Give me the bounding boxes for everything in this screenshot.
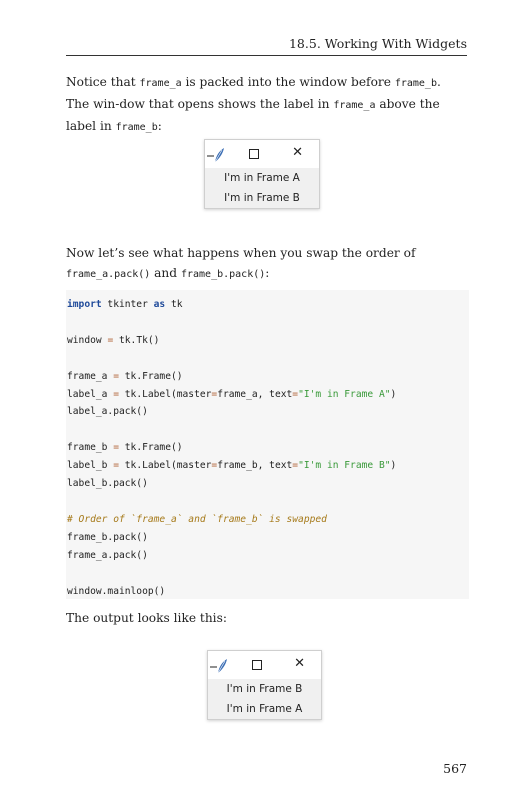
text-run: is packed into the window before bbox=[181, 75, 395, 89]
operator: = bbox=[292, 460, 299, 472]
close-icon[interactable]: ✕ bbox=[292, 145, 303, 160]
frame-label: I'm in Frame B bbox=[226, 683, 303, 695]
code-token: tk.Label(master bbox=[119, 460, 212, 472]
code-token: tk.Frame() bbox=[119, 442, 183, 454]
header-rule bbox=[66, 55, 467, 56]
text-run: and bbox=[150, 266, 181, 280]
operator: = bbox=[211, 460, 218, 472]
code-token: frame_a, text bbox=[217, 388, 293, 400]
code-line: label_b = tk.Label(master=frame_b, text=… bbox=[67, 460, 396, 471]
text-run: : bbox=[157, 119, 162, 133]
code-line: label_a.pack() bbox=[67, 406, 148, 418]
string-literal: "I'm in Frame B" bbox=[298, 460, 391, 472]
text-run: . The win-dow that opens shows the label… bbox=[66, 75, 441, 111]
paragraph-intro: Notice that frame_a is packed into the w… bbox=[66, 72, 467, 138]
code-line: import tkinter as tk bbox=[67, 299, 183, 310]
operator: = bbox=[113, 442, 119, 454]
operator: = bbox=[113, 388, 119, 400]
code-token: frame_b bbox=[67, 442, 114, 454]
maximize-icon[interactable] bbox=[252, 660, 262, 670]
code-token: label_b bbox=[67, 460, 114, 472]
code-line: frame_b = tk.Frame() bbox=[67, 442, 183, 453]
code-block: import tkinter as tk window = tk.Tk() fr… bbox=[66, 290, 469, 599]
inline-code: frame_b bbox=[394, 78, 437, 89]
window-titlebar: ✕ bbox=[205, 140, 319, 168]
code-token: ) bbox=[390, 460, 397, 472]
running-head: 18.5. Working With Widgets bbox=[288, 36, 467, 51]
text-run: above the label in bbox=[66, 97, 440, 133]
operator: = bbox=[211, 388, 218, 400]
code-line: window = tk.Tk() bbox=[67, 335, 159, 346]
feather-icon bbox=[210, 659, 227, 674]
code-token: window bbox=[67, 334, 108, 346]
inline-code: frame_b bbox=[115, 122, 158, 133]
inline-code: frame_a bbox=[139, 78, 182, 89]
code-token: tkinter bbox=[101, 299, 154, 310]
operator: = bbox=[107, 334, 114, 346]
page-number: 567 bbox=[443, 761, 467, 776]
code-line: label_b.pack() bbox=[67, 478, 148, 490]
code-token: tk.Tk() bbox=[113, 334, 160, 346]
code-token: tk.Frame() bbox=[119, 370, 183, 382]
code-token: frame_b, text bbox=[217, 460, 293, 472]
text-run: Notice that bbox=[66, 75, 140, 89]
code-token: ) bbox=[390, 388, 397, 400]
code-token: tk bbox=[165, 299, 183, 310]
text-run: Now let’s see what happens when you swap… bbox=[66, 246, 416, 260]
tk-window-screenshot-1: ✕ I'm in Frame A I'm in Frame B bbox=[204, 139, 320, 209]
inline-code: frame_b.pack() bbox=[180, 269, 266, 280]
text-run: : bbox=[265, 266, 270, 280]
operator: = bbox=[113, 460, 119, 472]
maximize-icon[interactable] bbox=[249, 149, 259, 159]
inline-code: frame_a.pack() bbox=[66, 269, 151, 280]
code-line: frame_a.pack() bbox=[67, 549, 148, 561]
code-line: window.mainloop() bbox=[67, 585, 166, 597]
paragraph-output: The output looks like this: bbox=[66, 611, 227, 625]
keyword: as bbox=[153, 299, 166, 310]
feather-icon bbox=[207, 148, 224, 163]
code-token: frame_a bbox=[67, 370, 114, 382]
paragraph-swap: Now let’s see what happens when you swap… bbox=[66, 243, 467, 285]
window-titlebar: ✕ bbox=[208, 651, 321, 679]
operator: = bbox=[292, 388, 299, 400]
inline-code: frame_a bbox=[333, 100, 376, 111]
frame-label: I'm in Frame A bbox=[224, 172, 300, 184]
code-line: frame_a = tk.Frame() bbox=[67, 371, 183, 382]
code-token: tk.Label(master bbox=[119, 388, 212, 400]
code-token: label_a bbox=[67, 388, 114, 400]
close-icon[interactable]: ✕ bbox=[294, 656, 305, 671]
operator: = bbox=[113, 370, 119, 382]
tk-window-screenshot-2: ✕ I'm in Frame B I'm in Frame A bbox=[207, 650, 322, 720]
string-literal: "I'm in Frame A" bbox=[298, 388, 391, 400]
code-line: frame_b.pack() bbox=[67, 531, 148, 543]
keyword: import bbox=[67, 299, 102, 310]
frame-label: I'm in Frame B bbox=[224, 192, 300, 204]
frame-label: I'm in Frame A bbox=[226, 703, 303, 715]
code-comment: # Order of `frame_a` and `frame_b` is sw… bbox=[67, 513, 327, 525]
code-line: label_a = tk.Label(master=frame_a, text=… bbox=[67, 389, 396, 400]
